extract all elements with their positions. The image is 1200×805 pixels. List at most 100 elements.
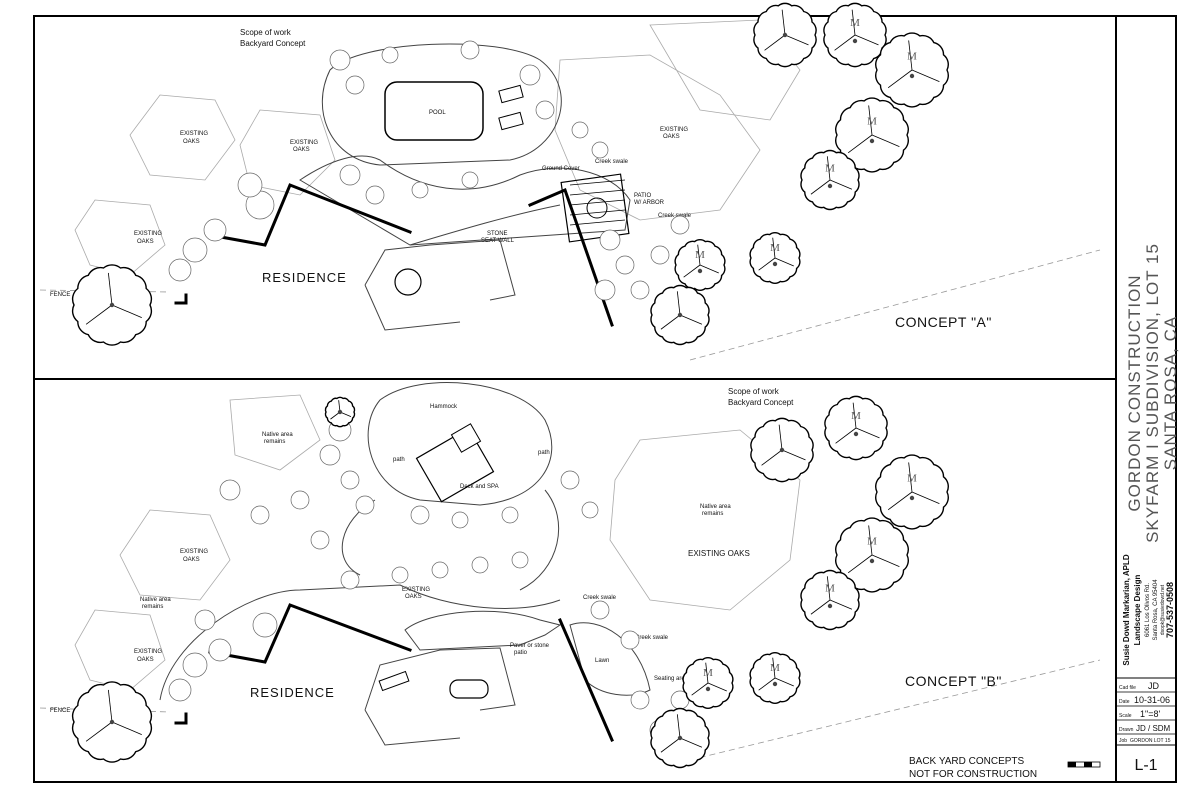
drawn-label: Drawn [1119,727,1134,733]
svg-text:M: M [907,51,917,63]
scale-label: Scale [1119,713,1132,719]
svg-text:M: M [850,17,860,29]
existing-oaks-label-b3: EXISTING [402,587,430,593]
tree-symbol-b: M [682,657,734,709]
shrub [461,171,479,189]
creek-swale-label-b1: Creek swale [583,595,617,601]
existing-oaks-label-b1b: OAKS [183,557,200,563]
shrub [290,490,310,510]
designer-firm: Landscape Design [1133,575,1142,646]
native-area-label-b3: Native area [700,504,731,510]
concept-b-panel: Native area remains Native area remains … [39,382,1101,769]
existing-oaks-label-b2b: OAKS [137,657,154,663]
title-location: SANTA ROSA, CA [1161,316,1180,470]
drawn-value: JD / SDM [1136,724,1171,733]
shrub [194,609,216,631]
shrub [599,229,621,251]
shrub [411,181,429,199]
tree-symbol-b [71,681,153,763]
shrub [501,506,519,524]
tree-symbol-b: M [875,454,949,530]
paver-patio-b [404,610,562,651]
shrub [391,566,409,584]
designer-phone: 707-537-0508 [1165,582,1175,638]
tree-symbol-a [71,264,153,346]
shrub [355,495,375,515]
shrub [560,470,580,490]
native-area-label-b1b: remains [264,439,285,445]
stone-seat-wall-a [409,204,561,246]
paver-label-1: Paver or stone [510,643,550,649]
tree-symbol-a [753,2,817,68]
shrub [345,75,365,95]
shrub [237,172,263,198]
tree-symbol-b [750,417,814,483]
existing-oaks-label-b3b: OAKS [405,594,422,600]
title-info-table: Cad file JD Date 10-31-06 Scale 1"=8' Dr… [1116,677,1176,774]
path-label-b2: path [538,450,550,456]
shrub [630,690,650,710]
shrub [670,215,690,235]
stone-seat-label-1: STONE [487,231,508,237]
tree-symbol-b: M [749,652,801,704]
tree-symbol-a: M [749,232,801,284]
existing-oak-canopy-b [74,394,801,691]
sheet-border [33,15,1177,783]
garden-path-b [159,489,561,701]
shrub [594,279,616,301]
existing-oaks-label-a2b: OAKS [137,239,154,245]
svg-text:M: M [851,410,861,422]
shrub [252,612,278,638]
creek-swale-label-a1: Creek swale [595,159,629,165]
lounge-chair-b [378,670,410,692]
shrub [410,505,430,525]
designer-address-1: 6061 Los Olivos Rd. [1145,583,1151,637]
existing-oaks-label-b1: EXISTING [180,549,208,555]
cad-value: JD [1148,681,1160,691]
pool-terrace [321,43,562,166]
concept-a-label: CONCEPT "A" [895,314,992,330]
date-label: Date [1119,699,1130,705]
existing-oaks-label-a3b: OAKS [663,134,680,140]
pool [384,81,484,141]
shrub [471,556,489,574]
shrub [203,218,227,242]
existing-oaks-label-a4: EXISTING [290,140,318,146]
note-line-1: BACK YARD CONCEPTS [909,756,1025,767]
shrub [365,185,385,205]
svg-text:M: M [907,473,917,485]
shrub [511,551,529,569]
patio-label-1: PATIO [634,193,651,199]
concept-a-panel: EXISTING OAKS EXISTING OAKS EXISTING OAK… [39,2,1101,361]
native-area-label-b3b: remains [702,511,723,517]
svg-text:M: M [770,242,780,254]
tree-symbol-a: M [674,239,726,291]
shrub [630,280,650,300]
shrub [339,164,361,186]
spa-deck-oval [367,382,553,506]
concept-b-label: CONCEPT "B" [905,673,1002,689]
seating-label: Seating area [654,676,689,682]
fence-label-b: FENCE [50,708,70,714]
scope-label-b1: Scope of work [728,387,780,396]
tree-symbol-b [324,396,356,428]
scale-value: 1"=8' [1140,709,1160,719]
existing-oaks-label-a4b: OAKS [293,147,310,153]
garden-path-a [299,155,631,246]
patio-label-2: W/ ARBOR [634,200,665,206]
shrub [310,530,330,550]
svg-text:M: M [867,116,877,128]
lawn-area [569,622,651,696]
shrub [250,505,270,525]
shrub [591,141,609,159]
shrub [571,121,589,139]
residence-label-b: RESIDENCE [250,685,335,700]
shrub [329,49,351,71]
shrub [620,630,640,650]
dining-patio-b [364,647,516,746]
residence-walls-b [174,603,614,742]
sheet-number: L-1 [1134,757,1157,774]
tree-symbol-a: M [875,32,949,108]
